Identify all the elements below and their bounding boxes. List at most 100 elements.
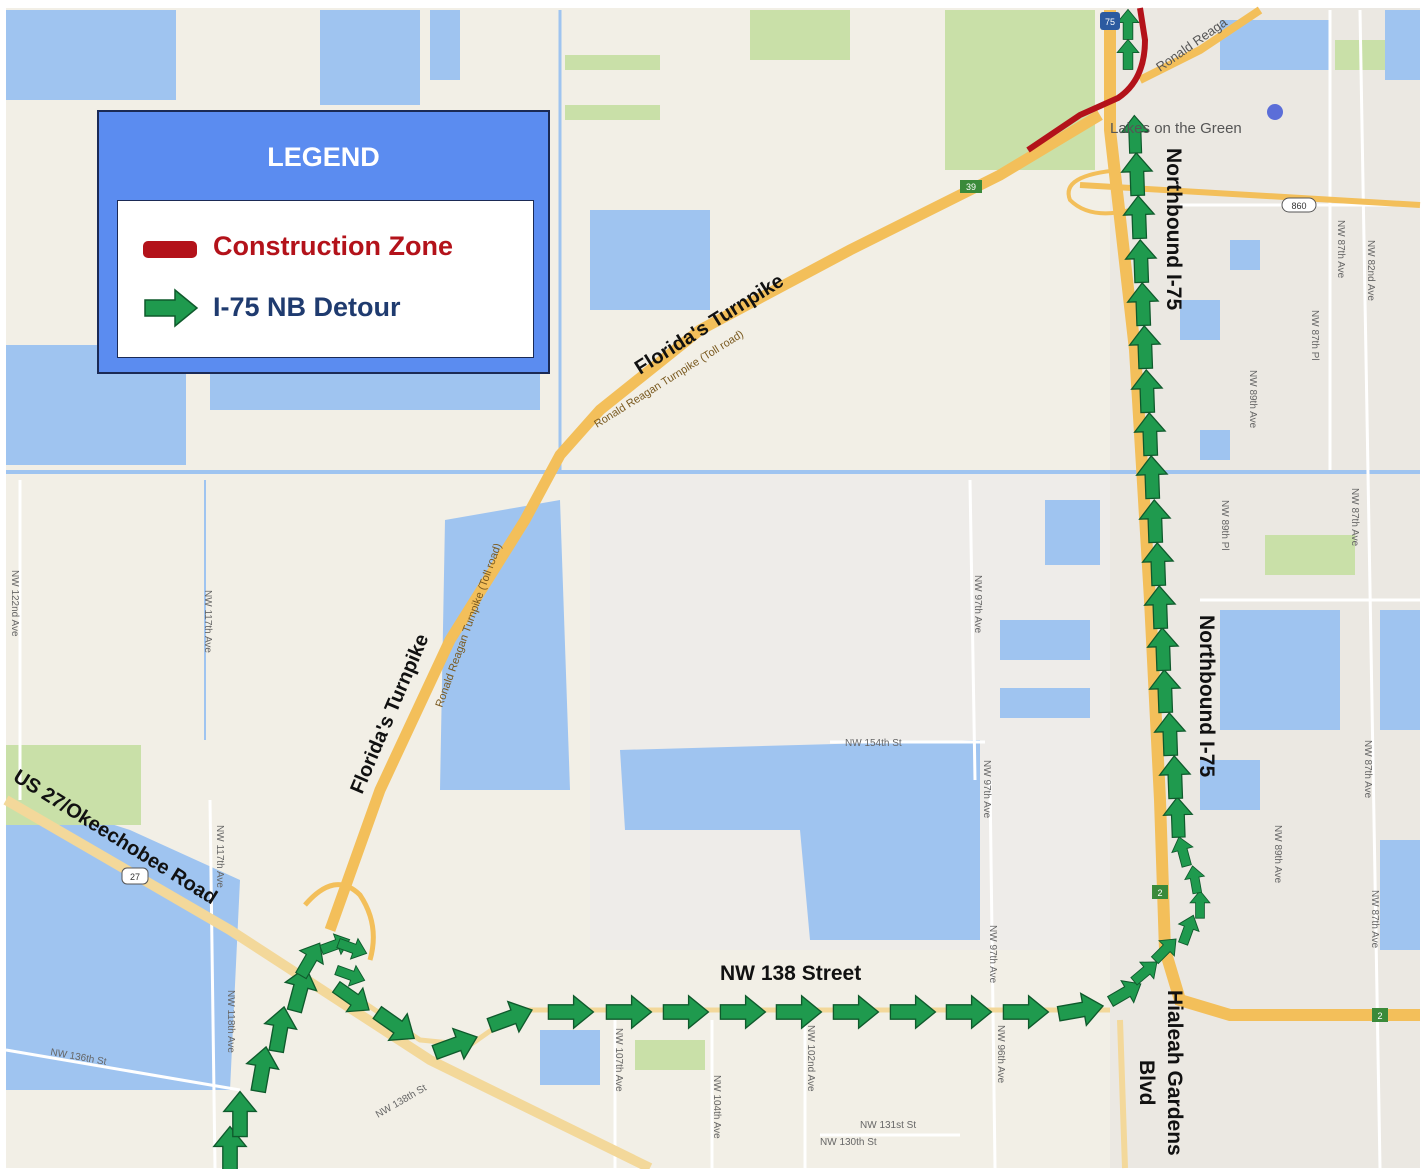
detour-arrow xyxy=(1171,836,1194,868)
shield-2-east-label: 2 xyxy=(1377,1011,1382,1021)
detour-arrow xyxy=(431,1027,478,1061)
us27-shield: 27 xyxy=(121,867,149,885)
detour-arrow xyxy=(1184,865,1206,895)
detour-arrow xyxy=(1126,281,1160,327)
street-label-nw87: NW 87th Ave xyxy=(1349,488,1360,547)
detour-arrow xyxy=(1122,194,1156,240)
shield-2-label: 2 xyxy=(1157,888,1162,898)
street-label-nw82: NW 82nd Ave xyxy=(1365,240,1376,301)
street-label-nw118: NW 118th Ave xyxy=(225,990,236,1053)
detour-arrow xyxy=(245,1045,280,1094)
lake xyxy=(320,10,420,105)
street-label-nw87pl: NW 87th Pl xyxy=(1309,310,1320,361)
detour-arrow xyxy=(1162,796,1194,839)
map-frame-left-strip xyxy=(0,0,6,1169)
lake xyxy=(1200,430,1230,460)
i75-road xyxy=(1104,10,1420,1021)
detour-arrow xyxy=(775,994,823,1030)
hialeah-label-1: Hialeah Gardens xyxy=(1163,990,1186,1156)
detour-arrow xyxy=(334,964,366,987)
street-label-nw117: NW 117th Ave xyxy=(202,590,213,653)
lake xyxy=(1200,760,1260,810)
detour-arrow xyxy=(889,994,937,1030)
shield-39-label: 39 xyxy=(966,182,976,192)
park xyxy=(1265,535,1355,575)
parks xyxy=(6,10,1385,1070)
park xyxy=(750,10,850,60)
lake xyxy=(540,1030,600,1085)
park xyxy=(635,1040,705,1070)
street-line xyxy=(988,779,997,1169)
street-label-nw97b: NW 97th Ave xyxy=(981,760,992,819)
detour-arrow xyxy=(945,994,993,1030)
exit-2-shield: 2 xyxy=(1152,885,1168,899)
legend-items: Construction Zone I-75 NB Detour xyxy=(117,200,534,358)
detour-arrow xyxy=(1128,324,1162,370)
street-label-nw154: NW 154th St xyxy=(845,738,902,749)
lake xyxy=(1230,240,1260,270)
lake xyxy=(1000,620,1090,660)
shield-860-label: 860 xyxy=(1291,201,1306,211)
detour-arrow xyxy=(1124,238,1158,284)
street-label-nw97: NW 97th Ave xyxy=(972,575,983,634)
detour-arrow xyxy=(1143,584,1177,630)
detour-arrow xyxy=(1148,668,1182,714)
poi-marker-icon xyxy=(1267,104,1283,120)
detour-arrow xyxy=(372,1005,416,1042)
florida-turnpike-road xyxy=(324,110,1103,932)
street-label-nw87d: NW 87th Ave xyxy=(1335,220,1346,279)
minor-streets xyxy=(5,9,1420,1169)
street-label-nw131: NW 131st St xyxy=(860,1120,916,1131)
street-label-nw89b: NW 89th Ave xyxy=(1272,825,1283,884)
map-frame-top-strip xyxy=(0,0,1424,8)
us27-road xyxy=(3,795,653,1169)
hialeah-label-2: Blvd xyxy=(1135,1060,1158,1106)
lake xyxy=(440,500,570,790)
hialeah-gardens-blvd-road xyxy=(1117,1019,1128,1169)
street-label-nw87c: NW 87th Ave xyxy=(1369,890,1380,949)
detour-arrow xyxy=(283,966,318,1014)
detour-arrow xyxy=(605,994,653,1030)
detour-arrow xyxy=(1135,454,1169,500)
street-label-nw87b: NW 87th Ave xyxy=(1362,740,1373,799)
nw138-label: NW 138 Street xyxy=(720,962,861,985)
canals xyxy=(6,10,1420,740)
turnpike-interchange-ramp xyxy=(303,882,376,961)
detour-arrow xyxy=(1141,541,1175,587)
lake xyxy=(6,10,176,100)
lake xyxy=(430,10,460,80)
lake xyxy=(1385,10,1420,80)
detour-arrow xyxy=(1116,38,1140,70)
detour-arrow xyxy=(662,994,710,1030)
northbound-label-2: Northbound I-75 xyxy=(1195,615,1218,777)
detour-arrow xyxy=(832,994,880,1030)
street-label-nw104: NW 104th Ave xyxy=(711,1075,722,1139)
detour-arrow-icon xyxy=(144,288,199,328)
interchange-ramp xyxy=(1066,168,1131,216)
lake xyxy=(1045,500,1100,565)
i75-shield: 75 xyxy=(1100,12,1120,30)
street-label-nw97c: NW 97th Ave xyxy=(987,925,998,984)
detour-arrow xyxy=(1150,938,1177,965)
detour-arrow xyxy=(331,980,370,1013)
street-label-nw117b: NW 117th Ave xyxy=(214,825,225,888)
detour-arrow xyxy=(1189,890,1211,919)
route-shields: 27 860 39 2 75 2 xyxy=(121,12,1388,1022)
detour-arrow xyxy=(1130,368,1164,414)
construction-zone-path xyxy=(1026,7,1149,153)
street-line xyxy=(5,1048,241,1092)
detour-arrow xyxy=(1130,961,1158,986)
park xyxy=(565,105,660,120)
turnpike-exit-39-shield: 39 xyxy=(960,180,982,193)
detour-arrow xyxy=(1133,411,1167,457)
lake xyxy=(1000,688,1090,718)
detour-arrow xyxy=(295,942,324,980)
lakes-on-green-label: Lakes on the Green xyxy=(1110,120,1242,137)
lake xyxy=(1380,840,1420,950)
detour-arrow xyxy=(1146,626,1180,672)
detour-arrow xyxy=(1002,994,1050,1030)
shield-75-label: 75 xyxy=(1105,17,1115,27)
sr860-shield: 860 xyxy=(1281,197,1317,213)
street-line xyxy=(208,799,217,1169)
